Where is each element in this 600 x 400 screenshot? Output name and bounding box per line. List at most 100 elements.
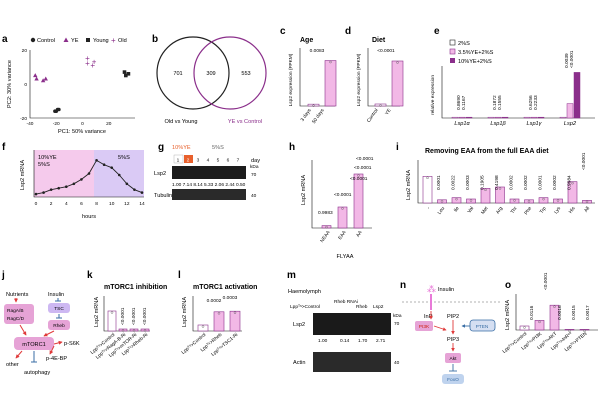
label-foxo: FoxO bbox=[447, 377, 459, 383]
p-values: <0.0001<0.0001<0.0001 bbox=[120, 307, 148, 325]
data-point bbox=[57, 186, 61, 190]
row-label: Lsp2 bbox=[154, 171, 166, 177]
y-axis-label: relative expression bbox=[430, 75, 436, 115]
annotation: 5%S bbox=[38, 162, 50, 168]
legend-marker-ye bbox=[63, 37, 69, 42]
data-point bbox=[379, 104, 382, 107]
bars bbox=[422, 176, 592, 204]
panel-d: d Diet Lsp2 expression (FPKM) <0.0001 Co… bbox=[345, 26, 404, 124]
p-value: 0.2233 bbox=[533, 95, 539, 110]
x-tick-label: Arg bbox=[495, 205, 504, 215]
data-point bbox=[571, 181, 574, 185]
legend-label: 3.5%YE+2%S bbox=[458, 50, 494, 56]
bar bbox=[573, 72, 581, 119]
band-ratio: 0.14 bbox=[340, 338, 350, 344]
y-axis-label: Lsp2 mRNA bbox=[94, 297, 100, 327]
x-tick-label: His bbox=[568, 205, 577, 215]
p-value: 0.0001 bbox=[436, 175, 442, 190]
data-point bbox=[542, 197, 545, 201]
bars bbox=[451, 72, 581, 119]
panel-title: mTORC1 inhibition bbox=[104, 284, 167, 291]
arrow bbox=[43, 330, 55, 337]
bar bbox=[501, 116, 509, 119]
data-point bbox=[64, 185, 68, 189]
panel-k: k mTORC1 inhibition Lsp2 mRNA <0.0001<0.… bbox=[87, 270, 167, 361]
bar bbox=[566, 103, 574, 119]
data-point bbox=[121, 329, 125, 332]
panel-label: j bbox=[1, 270, 5, 281]
y-axis-label: PC2: 30% variance bbox=[7, 60, 13, 108]
panel-label: h bbox=[289, 142, 295, 153]
p-value: <0.0001 bbox=[581, 152, 587, 170]
bar bbox=[107, 310, 117, 332]
data-point bbox=[140, 191, 144, 194]
mtorc1-label: mTORC1 bbox=[22, 342, 46, 348]
data-point bbox=[341, 207, 344, 210]
s-period-shading bbox=[94, 150, 144, 197]
data-point bbox=[396, 61, 399, 64]
p-value: 0.0003 bbox=[465, 175, 471, 190]
node-foxo bbox=[442, 374, 464, 384]
data-point bbox=[217, 312, 221, 315]
x-tick-label: 12 bbox=[124, 201, 130, 207]
bar bbox=[391, 60, 404, 107]
arrow bbox=[49, 345, 55, 355]
bar bbox=[523, 116, 531, 119]
data-point bbox=[34, 192, 38, 196]
marker-70: 70 bbox=[251, 172, 257, 178]
panel-h: h Lsp2 mRNA 0.9983<0.0001<0.0001<0.0001<… bbox=[289, 142, 374, 260]
data-point bbox=[325, 225, 328, 229]
marker-40: 40 bbox=[394, 360, 400, 366]
data-point bbox=[357, 174, 360, 177]
rag-label: RagC/D bbox=[7, 316, 25, 322]
p-value: 0.0002 bbox=[509, 175, 515, 190]
p-value: 0.0022 bbox=[451, 175, 457, 190]
data-point bbox=[125, 182, 129, 186]
panel-label: f bbox=[2, 142, 6, 153]
blot-lsp2 bbox=[172, 166, 246, 179]
panel-label: b bbox=[152, 34, 158, 45]
data-point-ye bbox=[34, 76, 39, 81]
scatter-points: ++++ bbox=[33, 54, 131, 113]
p-value: <0.0001 bbox=[334, 192, 352, 198]
p-value: 0.0015 bbox=[571, 305, 577, 320]
column-label: Rheb RNAi bbox=[334, 299, 358, 305]
x-tick-label: 50 days bbox=[311, 107, 326, 125]
data-point bbox=[143, 329, 147, 332]
y-axis-label: Lsp2 mRNA bbox=[20, 160, 26, 190]
bar bbox=[465, 116, 473, 119]
bars bbox=[197, 310, 241, 332]
lane-box-highlight bbox=[184, 155, 193, 163]
line-series bbox=[34, 159, 144, 196]
panel-label: d bbox=[345, 26, 351, 37]
panel-title: Diet bbox=[372, 37, 386, 44]
condition-ye: 10%YE bbox=[172, 145, 191, 151]
axes bbox=[33, 150, 144, 198]
x-tick-label: 2 bbox=[50, 201, 53, 207]
p-value: <0.0001 bbox=[377, 48, 395, 54]
lane-number: 6 bbox=[227, 158, 230, 164]
column-label: Lsp2 bbox=[373, 304, 384, 310]
x-tick-label: All bbox=[583, 206, 591, 214]
arrow bbox=[53, 340, 63, 345]
data-point bbox=[583, 329, 586, 333]
bar bbox=[530, 116, 538, 119]
y-axis-label: Lsp2 mRNA bbox=[505, 300, 511, 330]
data-point bbox=[585, 200, 589, 204]
p-value: 0.0002 bbox=[552, 175, 558, 190]
blot-tubulin bbox=[172, 189, 246, 200]
rheb-label: Rheb bbox=[53, 323, 65, 329]
x-tick-label: Lsp1α bbox=[454, 121, 470, 127]
data-point bbox=[556, 199, 560, 202]
data-point bbox=[498, 187, 502, 190]
data-point-ye bbox=[33, 73, 38, 78]
x-tick-label: 0 bbox=[35, 201, 38, 207]
legend-label: Control bbox=[37, 38, 55, 44]
p-value: <0.0001 bbox=[350, 176, 368, 182]
bar bbox=[487, 116, 495, 119]
bars bbox=[307, 60, 337, 107]
node-rag bbox=[4, 304, 34, 324]
